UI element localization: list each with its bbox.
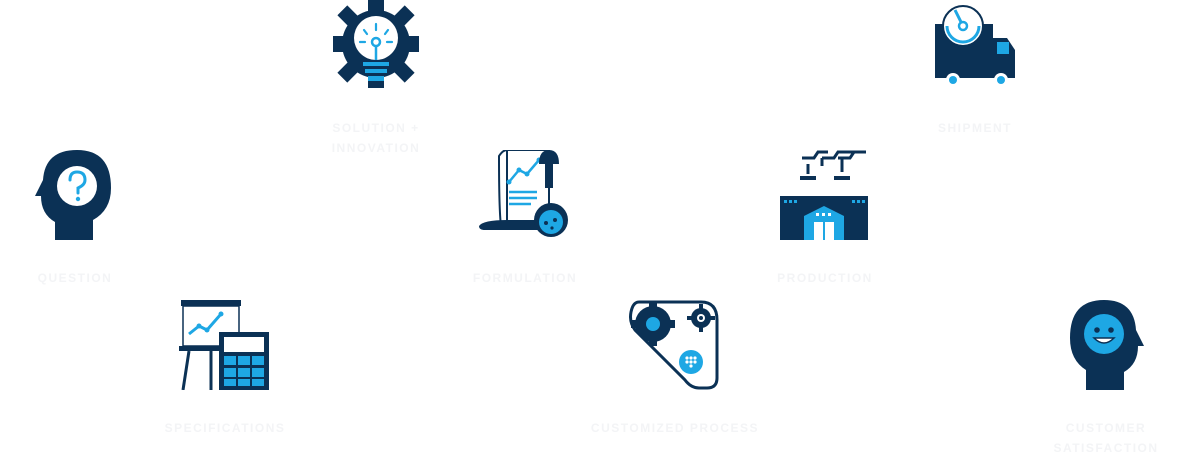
step-customized-process: CUSTOMIZED PROCESS: [575, 300, 775, 438]
head-smile-icon: [1070, 300, 1144, 390]
step-label: CUSTOMER SATISFACTION: [1053, 421, 1159, 455]
gear-lightbulb-icon: [333, 0, 419, 88]
step-solution-innovation: SOLUTION + INNOVATION: [276, 0, 476, 158]
step-label: SHIPMENT: [937, 121, 1012, 135]
step-label: SPECIFICATIONS: [164, 421, 286, 435]
step-label: PRODUCTION: [777, 271, 873, 285]
gears-process-icon: [629, 300, 719, 390]
step-label: CUSTOMIZED PROCESS: [590, 421, 760, 435]
truck-icon: [935, 5, 1015, 87]
step-specifications: SPECIFICATIONS: [125, 300, 325, 438]
factory-icon: [780, 150, 868, 240]
step-shipment: SHIPMENT: [875, 0, 1075, 138]
flask-chart-icon: [479, 150, 568, 237]
step-label: FORMULATION: [472, 271, 578, 285]
step-question: QUESTION: [0, 150, 175, 288]
head-question-icon: [35, 150, 111, 240]
easel-calculator-icon: [179, 300, 269, 390]
step-formulation: FORMULATION: [425, 150, 625, 288]
step-customer-satisfaction: CUSTOMER SATISFACTION: [1012, 300, 1200, 458]
step-production: PRODUCTION: [725, 150, 925, 288]
step-label: SOLUTION + INNOVATION: [331, 121, 421, 155]
step-label: QUESTION: [37, 271, 113, 285]
